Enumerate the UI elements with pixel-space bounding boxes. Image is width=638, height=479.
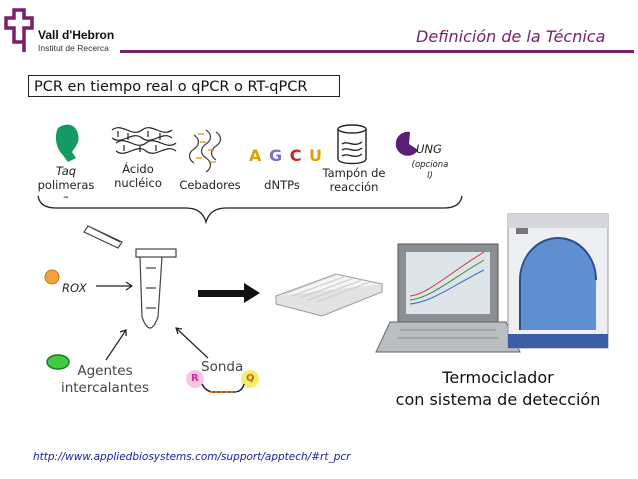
rox-label: ROX xyxy=(62,281,87,295)
base-a: A xyxy=(249,146,263,165)
base-u: U xyxy=(309,146,324,165)
buffer-beaker-icon xyxy=(337,124,367,165)
base-c: C xyxy=(289,146,303,165)
thermocycler-icon xyxy=(507,213,609,349)
logo-cross-icon xyxy=(4,8,34,52)
agentes-label-line1: Agentes xyxy=(77,363,133,379)
tampon-label-line1: Tampón de xyxy=(322,166,386,180)
quencher-label: Q xyxy=(246,373,255,384)
ung-note-line2: l) xyxy=(427,171,433,181)
dntps-label: dNTPs xyxy=(264,178,300,192)
laptop-icon xyxy=(375,243,521,353)
base-g: G xyxy=(268,146,284,165)
grouping-brace xyxy=(37,195,463,225)
thermocycler-label: Termociclador con sistema de detección xyxy=(382,367,614,411)
agentes-label-line2: intercalantes xyxy=(60,380,150,396)
ung-enzyme-icon xyxy=(395,131,418,156)
arrow-right-icon xyxy=(198,283,260,303)
acido-label-line2: nucléico xyxy=(114,176,162,190)
pcr-plate-icon xyxy=(274,273,384,317)
agentes-label: Agentes intercalantes xyxy=(56,363,154,397)
sonda-label: Sonda xyxy=(201,359,244,375)
reporter-label: R xyxy=(191,373,199,384)
source-link[interactable]: http://www.appliedbiosystems.com/support… xyxy=(33,451,351,463)
taq-polymerase-icon xyxy=(55,124,79,162)
taq-label: Taq polimeras a xyxy=(30,164,102,198)
intercalantes-arrow xyxy=(105,329,127,361)
pcr-tube-icon xyxy=(83,225,177,329)
logo-subtitle: Institut de Recerca xyxy=(38,43,109,53)
logo-name: Vall d'Hebron xyxy=(38,28,115,42)
taq-label-line1: Taq xyxy=(55,164,77,178)
rox-arrow xyxy=(96,281,134,291)
taq-label-line3: a xyxy=(30,192,102,198)
tampon-label-line2: reacción xyxy=(329,180,379,194)
subtitle-box: PCR en tiempo real o qPCR o RT-qPCR xyxy=(28,75,340,97)
ung-note-line1: (opciona xyxy=(411,160,449,170)
ung-note: (opciona l) xyxy=(400,160,460,182)
dna-helix-icon xyxy=(111,127,177,154)
thermocycler-label-line1: Termociclador xyxy=(442,368,554,387)
intercalating-dye-icon xyxy=(46,354,70,370)
sonda-arrow xyxy=(175,327,209,359)
acido-label: Ácido nucléico xyxy=(104,162,172,190)
taqman-probe-icon xyxy=(186,370,259,393)
bases-label: A G C U xyxy=(249,146,323,165)
tampon-label: Tampón de reacción xyxy=(316,166,392,194)
rox-dye-icon xyxy=(44,269,60,285)
taq-label-line2: polimeras xyxy=(37,178,95,192)
primer-strands-icon xyxy=(188,129,222,173)
cebadores-label: Cebadores xyxy=(179,178,241,192)
slide-title: Definición de la Técnica xyxy=(416,27,606,46)
thermocycler-label-line2: con sistema de detección xyxy=(395,390,601,409)
header-rule xyxy=(120,50,634,53)
ung-label: UNG xyxy=(416,142,442,156)
acido-label-line1: Ácido xyxy=(122,162,154,176)
